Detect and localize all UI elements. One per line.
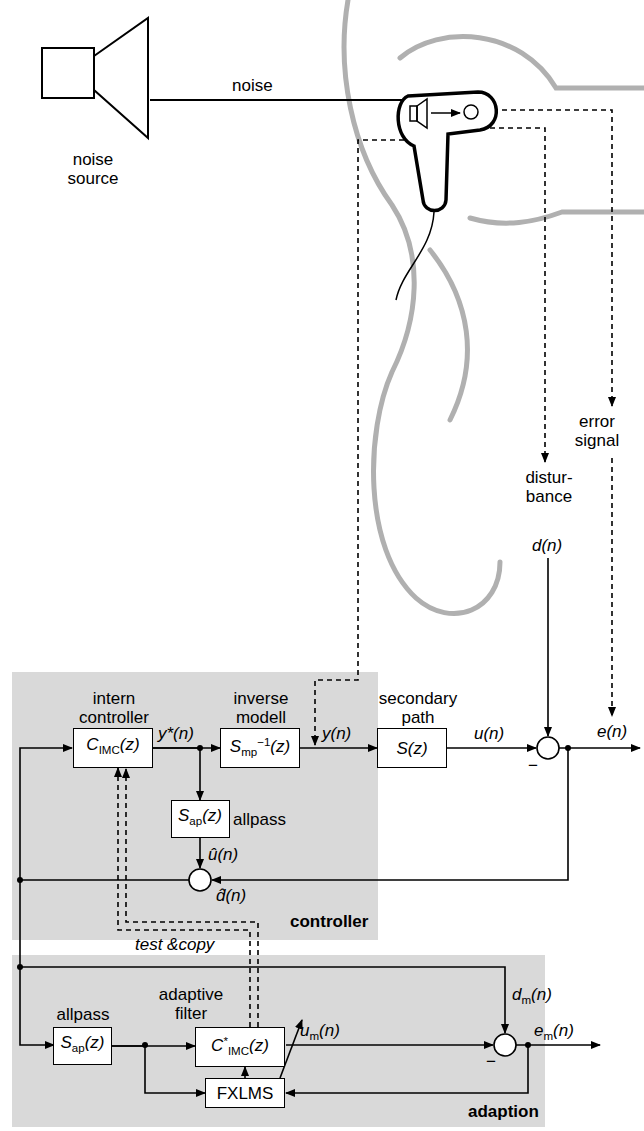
panel-region: adaptionallpassSap(z)adaptive filterC*IM… xyxy=(12,955,545,1127)
speaker-cone xyxy=(94,18,148,138)
signal-connector xyxy=(300,747,377,749)
speaker-box xyxy=(42,48,94,98)
dashed-disturbance xyxy=(490,128,545,462)
sum-junction xyxy=(537,737,559,759)
wire-dm xyxy=(20,967,505,1033)
signal-label: û(n) xyxy=(208,845,238,864)
box-text: Sap(z) xyxy=(60,1033,104,1058)
signal-connector xyxy=(153,747,220,749)
box-heading: controller xyxy=(290,912,368,931)
box-heading: secondary path xyxy=(373,689,463,727)
signal-label: noise source xyxy=(58,150,128,188)
adaptive-filter-box: adaptive filterC*IMC(z) xyxy=(195,1027,285,1067)
wire-dhat xyxy=(20,748,189,880)
junction-dot xyxy=(525,1042,531,1048)
sum-junction xyxy=(189,869,211,891)
junction-dot xyxy=(17,964,23,970)
signal-connector xyxy=(112,1046,205,1093)
signal-connector xyxy=(112,1045,195,1047)
box-heading: intern controller xyxy=(69,689,159,727)
ear-concha xyxy=(400,37,644,88)
box-heading: adaption xyxy=(468,1102,539,1121)
dashed-output xyxy=(315,140,404,745)
earphone-speaker-cone xyxy=(417,99,427,128)
process-box: allpassSap(z) xyxy=(53,1027,112,1065)
process-box: inverse modellSmp−1(z) xyxy=(220,728,300,768)
wire-u xyxy=(447,747,536,749)
earphone-speaker xyxy=(410,106,417,121)
ear-antihelix xyxy=(430,250,467,420)
junction-dot xyxy=(565,745,571,751)
box-text: Sap(z) xyxy=(178,806,222,831)
ear-canal xyxy=(470,212,644,223)
ear-outline xyxy=(344,0,500,614)
junction-dot xyxy=(17,877,23,883)
box-heading: allpass xyxy=(233,810,286,829)
wire-em xyxy=(516,1044,600,1046)
signal-label: − xyxy=(486,1052,496,1071)
signal-label: um(n) xyxy=(300,1021,340,1046)
process-box: Sap(z)allpass xyxy=(171,800,230,838)
box-text: FXLMS xyxy=(217,1084,274,1103)
wire-um xyxy=(286,1044,493,1046)
signal-label: − xyxy=(528,756,538,775)
signal-label: dm(n) xyxy=(512,985,552,1010)
edge-label: y(n) xyxy=(322,724,351,743)
box-heading: adaptive filter xyxy=(149,985,233,1023)
sum-junction xyxy=(494,1034,516,1056)
dashed-error-2 xyxy=(611,458,613,716)
earphone-cable xyxy=(396,212,434,300)
edge-label: y*(n) xyxy=(158,724,194,743)
process-box: intern controllerCIMC(z) xyxy=(73,728,153,768)
signal-label: distur-bance xyxy=(518,468,580,506)
signal-connector xyxy=(153,748,200,800)
box-text: CIMC(z) xyxy=(86,735,139,760)
wire-dhat-down xyxy=(20,880,54,1045)
signal-label: em(n) xyxy=(534,1021,574,1046)
sound-arrow xyxy=(431,112,460,114)
wire-e xyxy=(559,747,640,749)
process-box: secondary pathS(z) xyxy=(377,728,447,768)
signal-label: e(n) xyxy=(597,722,627,741)
wire-uhat xyxy=(199,838,201,868)
wire-em-back xyxy=(286,1045,528,1093)
microphone xyxy=(464,105,478,119)
wire-feedback xyxy=(212,748,568,880)
dashed-connector xyxy=(118,768,250,1027)
panel-region: controllerintern controllerCIMC(z)invers… xyxy=(12,672,378,940)
process-box: FXLMS xyxy=(205,1078,285,1108)
signal-label: d̂(n) xyxy=(216,886,246,905)
dashed-error xyxy=(502,110,612,406)
box-text: S(z) xyxy=(396,739,427,758)
signal-label: noise xyxy=(232,76,273,95)
box-text: C*IMC(z) xyxy=(211,1032,269,1061)
wire-d xyxy=(547,558,549,736)
edge-label: test &copy xyxy=(135,935,214,954)
box-text: Smp−1(z) xyxy=(230,733,290,762)
dashed-copy-2 xyxy=(126,769,258,1027)
noise-line xyxy=(150,99,403,101)
signal-label: d(n) xyxy=(532,536,562,555)
box-heading: inverse modell xyxy=(219,689,303,727)
signal-label: u(n) xyxy=(474,724,504,743)
junction-dot xyxy=(142,1042,148,1048)
box-heading: allpass xyxy=(49,1005,117,1024)
adapt-arrow xyxy=(280,1020,302,1078)
junction-dot xyxy=(197,745,203,751)
dashed-connector xyxy=(244,1067,246,1078)
earphone xyxy=(398,92,496,211)
signal-label: error signal xyxy=(566,412,628,450)
